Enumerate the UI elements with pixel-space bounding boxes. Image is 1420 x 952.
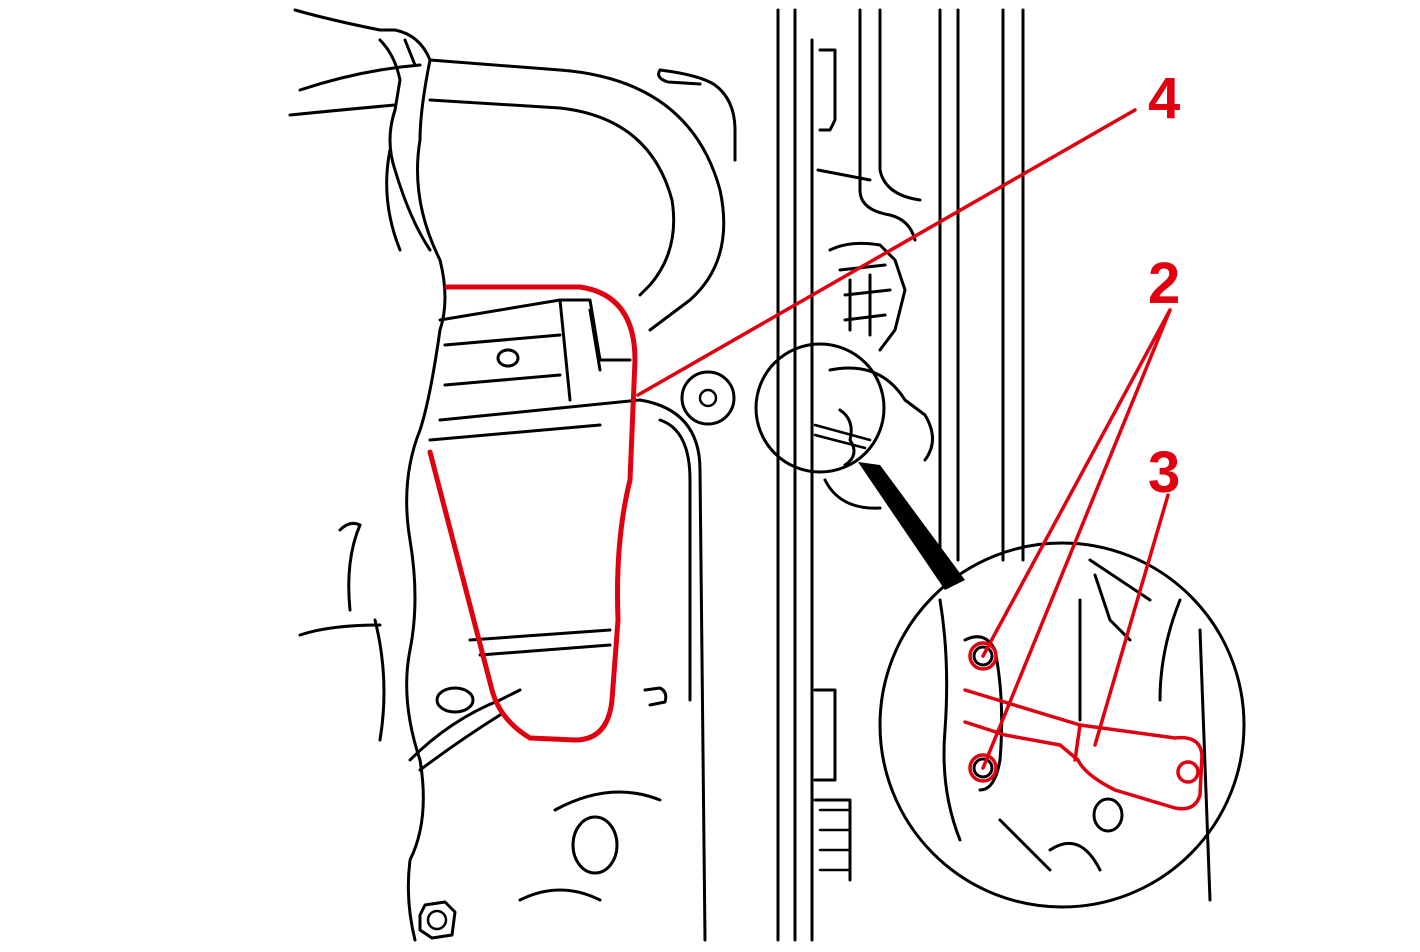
trim-outline (427, 284, 638, 743)
leader-3 (1093, 493, 1170, 747)
callout-4: 4 (1148, 66, 1180, 131)
callout-3: 3 (1148, 440, 1180, 505)
callout-2: 2 (1148, 251, 1180, 316)
strap-highlight (963, 688, 1204, 811)
leader-2a (981, 308, 1172, 658)
pillar-linework (754, 8, 1025, 942)
leader-4 (636, 108, 1137, 397)
door-panel-linework (288, 8, 737, 942)
zoom-detail (878, 541, 1246, 909)
leader-2b (981, 308, 1172, 770)
highlight-linework (427, 108, 1204, 811)
